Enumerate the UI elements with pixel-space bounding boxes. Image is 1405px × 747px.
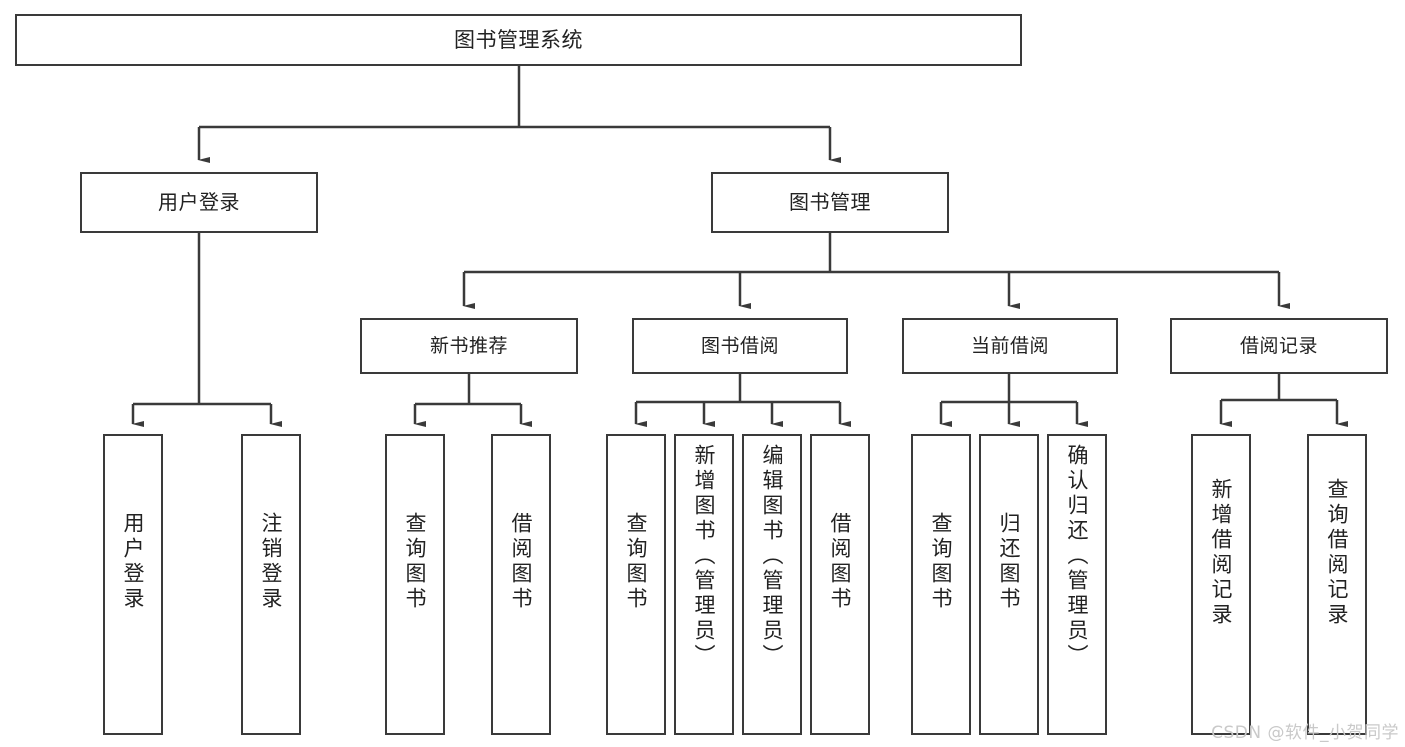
node-label: 当前借阅 [970,334,1049,357]
node-label: 新书推荐 [429,334,508,357]
leaf-new-book-borrow-book[interactable]: 借阅图书 [491,434,551,735]
leaf-borrow-record-query-record[interactable]: 查询借阅记录 [1307,434,1367,735]
node-label: 图书管理系统 [454,27,583,52]
leaf-book-borrow-borrow-book[interactable]: 借阅图书 [810,434,870,735]
node-label: 查询图书 [929,512,954,612]
watermark-text: CSDN @软件_小贺同学 [1211,723,1399,743]
leaf-book-borrow-edit-book[interactable]: 编辑图书（管理员） [742,434,802,735]
node-user-login[interactable]: 用户登录 [80,172,318,233]
node-label: 图书借阅 [700,334,779,357]
node-label: 借阅图书 [509,512,534,612]
node-label: 查询图书 [624,512,649,612]
leaf-book-borrow-add-book[interactable]: 新增图书（管理员） [674,434,734,735]
node-label: 新增借阅记录 [1209,478,1234,628]
node-label: 确认归还（管理员） [1065,444,1090,669]
leaf-new-book-query-book[interactable]: 查询图书 [385,434,445,735]
node-new-book-recommend[interactable]: 新书推荐 [360,318,578,374]
node-label: 借阅图书 [828,512,853,612]
node-label: 借阅记录 [1239,334,1318,357]
node-label: 注销登录 [259,512,284,612]
leaf-current-borrow-query-book[interactable]: 查询图书 [911,434,971,735]
leaf-current-borrow-confirm-return[interactable]: 确认归还（管理员） [1047,434,1107,735]
node-root-system[interactable]: 图书管理系统 [15,14,1022,66]
node-label: 用户登录 [121,512,146,612]
leaf-user-login-logout[interactable]: 注销登录 [241,434,301,735]
leaf-user-login-login[interactable]: 用户登录 [103,434,163,735]
node-book-management[interactable]: 图书管理 [711,172,949,233]
node-label: 编辑图书（管理员） [760,444,785,669]
node-label: 查询借阅记录 [1325,478,1350,628]
node-label: 用户登录 [158,189,240,214]
node-current-borrow[interactable]: 当前借阅 [902,318,1118,374]
leaf-borrow-record-add-record[interactable]: 新增借阅记录 [1191,434,1251,735]
node-label: 归还图书 [997,512,1022,612]
leaf-book-borrow-query-book[interactable]: 查询图书 [606,434,666,735]
node-borrow-record[interactable]: 借阅记录 [1170,318,1388,374]
node-book-borrow[interactable]: 图书借阅 [632,318,848,374]
node-label: 图书管理 [789,189,871,214]
node-label: 新增图书（管理员） [692,444,717,669]
node-label: 查询图书 [403,512,428,612]
leaf-current-borrow-return-book[interactable]: 归还图书 [979,434,1039,735]
